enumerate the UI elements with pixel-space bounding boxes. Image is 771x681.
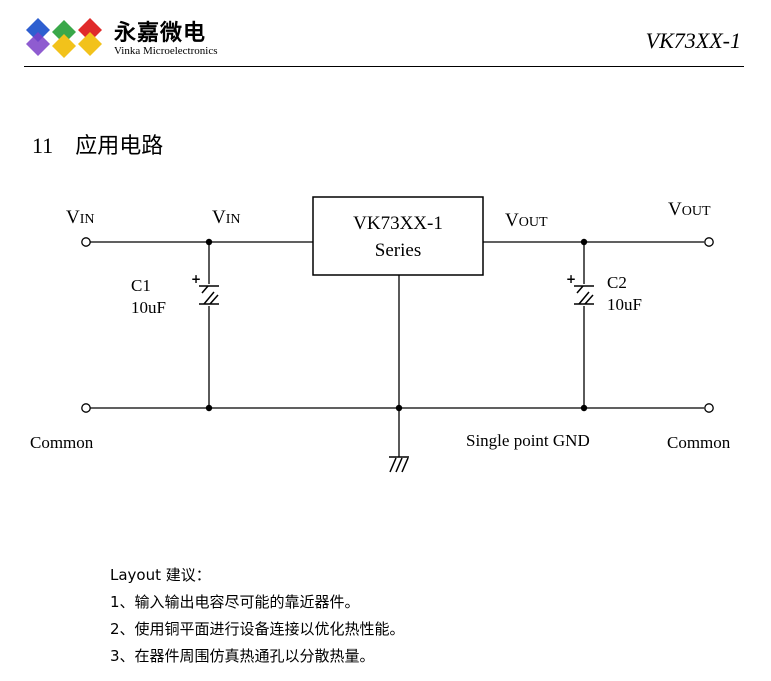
- c2-polarity-plus: +: [566, 272, 577, 286]
- section-title-text: 应用电路: [75, 134, 164, 159]
- c1-value-label: 10uF: [131, 298, 166, 317]
- single-point-gnd-label: Single point GND: [466, 431, 590, 450]
- junction-dots: [205, 238, 588, 412]
- vinka-logo-icon: [26, 18, 102, 58]
- regulator-ic-box: [312, 196, 484, 276]
- brand-name-en: Vinka Microelectronics: [114, 45, 218, 57]
- layout-note-item: 1、输入输出电容尽可能的靠近器件。: [110, 593, 360, 611]
- vin-input-label: VIN: [66, 207, 95, 228]
- capacitor-c1-icon: [199, 285, 219, 305]
- c1-name-label: C1: [131, 276, 151, 295]
- c2-name-label: C2: [607, 273, 627, 292]
- layout-notes-heading: Layout 建议：: [110, 566, 211, 584]
- ground-icon: [389, 456, 409, 473]
- vout-terminal: [704, 237, 714, 247]
- layout-notes: Layout 建议： 1、输入输出电容尽可能的靠近器件。 2、使用铜平面进行设备…: [110, 562, 405, 670]
- section-title: 11 应用电路: [32, 128, 163, 160]
- section-number: 11: [32, 133, 54, 158]
- common-terminal-left: [81, 403, 91, 413]
- capacitor-c2-icon: [574, 285, 594, 305]
- document-id: VK73XX-1: [645, 28, 741, 53]
- brand-name-cn: 永嘉微电: [114, 21, 207, 46]
- vin-node-label: VIN: [212, 207, 241, 228]
- ic-series-label: Series: [374, 240, 422, 261]
- ic-name-label: VK73XX-1: [353, 213, 443, 234]
- c2-value-label: 10uF: [607, 295, 642, 314]
- vout-output-label: VOUT: [668, 199, 711, 220]
- vin-terminal: [81, 237, 91, 247]
- common-label-right: Common: [667, 433, 731, 452]
- layout-note-item: 3、在器件周围仿真热通孔以分散热量。: [110, 647, 375, 665]
- common-terminal-right: [704, 403, 714, 413]
- layout-note-item: 2、使用铜平面进行设备连接以优化热性能。: [110, 620, 405, 638]
- vout-node-label: VOUT: [505, 210, 548, 231]
- header-divider: [24, 66, 744, 67]
- c1-polarity-plus: +: [191, 272, 202, 286]
- common-label-left: Common: [30, 433, 94, 452]
